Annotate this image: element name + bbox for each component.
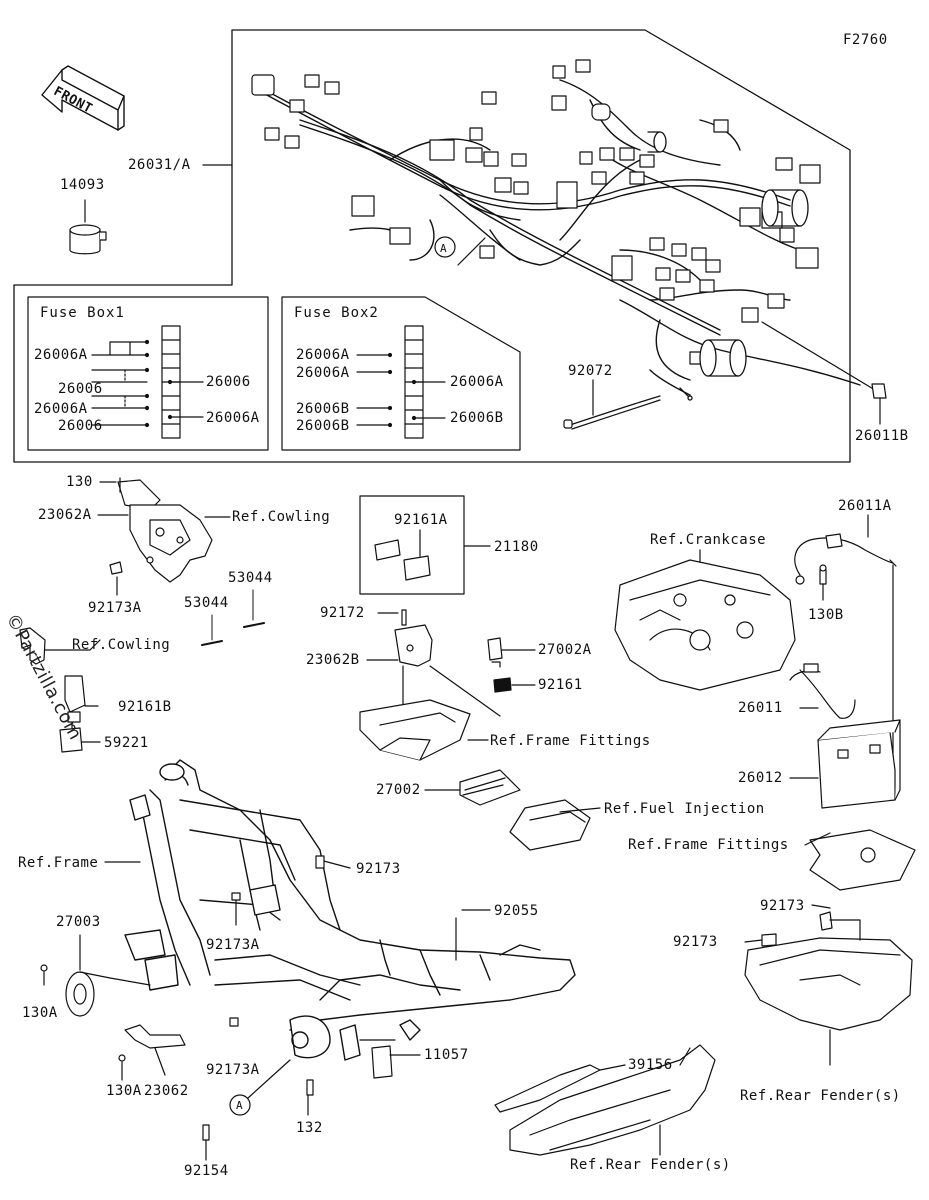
rear-fender-tray-right	[744, 904, 913, 1066]
label-ref-frame[interactable]: Ref.Frame	[18, 855, 99, 871]
frame-fittings-tray	[359, 699, 489, 761]
fuse-box1-title: Fuse Box1	[40, 305, 125, 321]
label-53044-1[interactable]: 53044	[228, 570, 273, 586]
label-53044-2[interactable]: 53044	[184, 595, 229, 611]
label-92173a-2[interactable]: 92173A	[206, 937, 260, 953]
fuse-box2-title: Fuse Box2	[294, 305, 379, 321]
label-ref-crankcase[interactable]: Ref.Crankcase	[650, 532, 767, 548]
label-23062a[interactable]: 23062A	[38, 507, 92, 523]
part-14093	[69, 199, 107, 255]
connector-26011b	[761, 321, 887, 425]
harness-connectors	[251, 59, 821, 365]
label-ref-fuel-injection[interactable]: Ref.Fuel Injection	[604, 801, 765, 817]
label-132[interactable]: 132	[296, 1120, 323, 1136]
label-92173a-1[interactable]: 92173A	[88, 600, 142, 616]
horn-27003	[40, 934, 151, 1017]
label-92072[interactable]: 92072	[568, 363, 613, 379]
label-26012[interactable]: 26012	[738, 770, 783, 786]
label-23062b[interactable]: 23062B	[306, 652, 360, 668]
label-130b[interactable]: 130B	[808, 607, 844, 623]
label-92172[interactable]: 92172	[320, 605, 365, 621]
label-14093[interactable]: 14093	[60, 177, 105, 193]
screw-130b	[819, 564, 827, 601]
front-arrow	[41, 65, 125, 131]
fuse-box1-left-label[interactable]: 26006	[58, 381, 103, 397]
battery-26012	[789, 719, 901, 809]
label-92161b[interactable]: 92161B	[118, 699, 172, 715]
relay-group-21180	[359, 495, 491, 595]
label-26011[interactable]: 26011	[738, 700, 783, 716]
cable-26011	[789, 663, 856, 719]
fuse-box1-left-label[interactable]: 26006	[58, 418, 103, 434]
label-39156[interactable]: 39156	[628, 1057, 673, 1073]
label-27003[interactable]: 27003	[56, 914, 101, 930]
label-ref-cowling-2[interactable]: Ref.Cowling	[72, 637, 171, 653]
label-27002a[interactable]: 27002A	[538, 642, 592, 658]
label-92154[interactable]: 92154	[184, 1163, 229, 1179]
label-26011a[interactable]: 26011A	[838, 498, 892, 514]
fuse-box2-diagram	[281, 296, 521, 451]
marker-a-harness: A	[440, 242, 448, 255]
label-ref-frame-fittings-1[interactable]: Ref.Frame Fittings	[490, 733, 651, 749]
screws-132-92154	[202, 1079, 314, 1161]
label-ref-cowling-1[interactable]: Ref.Cowling	[232, 509, 331, 525]
crankcase	[614, 549, 796, 691]
label-26031a[interactable]: 26031/A	[128, 157, 191, 173]
label-27002[interactable]: 27002	[376, 782, 421, 798]
bracket-23062b	[366, 609, 501, 717]
label-92055[interactable]: 92055	[494, 903, 539, 919]
marker-a-harness-circle	[434, 236, 486, 266]
label-ref-frame-fittings-2[interactable]: Ref.Frame Fittings	[628, 837, 789, 853]
label-92173-3[interactable]: 92173	[673, 934, 718, 950]
fuse-box1-left-label[interactable]: 26006A	[34, 347, 88, 363]
label-92161a[interactable]: 92161A	[394, 512, 448, 528]
fuse-box2-right-label[interactable]: 26006B	[450, 410, 504, 426]
diagram-code: F2760	[843, 32, 888, 48]
bracket-23062a	[97, 477, 231, 596]
fuse-box2-left-label[interactable]: 26006A	[296, 347, 350, 363]
fuse-box2-left-label[interactable]: 26006B	[296, 418, 350, 434]
marker-a-lower	[229, 1059, 291, 1116]
sensor-92161b-59221	[19, 627, 101, 753]
label-59221[interactable]: 59221	[104, 735, 149, 751]
label-130a-2[interactable]: 130A	[106, 1083, 142, 1099]
label-130[interactable]: 130	[66, 474, 93, 490]
main-wire-harness	[264, 79, 861, 396]
label-92161[interactable]: 92161	[538, 677, 583, 693]
label-ref-rear-fender-1[interactable]: Ref.Rear Fender(s)	[740, 1088, 901, 1104]
fuse-box1-left-label[interactable]: 26006A	[34, 401, 88, 417]
label-21180[interactable]: 21180	[494, 539, 539, 555]
fuse-box1-right-label[interactable]: 26006	[206, 374, 251, 390]
fuse-box2-left-label[interactable]: 26006B	[296, 401, 350, 417]
label-23062[interactable]: 23062	[144, 1083, 189, 1099]
cable-tie-92072	[563, 379, 661, 430]
nuts-92173	[229, 855, 325, 1027]
rods-53044	[201, 589, 265, 646]
label-92173-1[interactable]: 92173	[356, 861, 401, 877]
fuse-box1-diagram	[27, 296, 269, 451]
frame-fittings-pad	[804, 829, 916, 891]
main-frame	[124, 759, 576, 1061]
label-92173a-3[interactable]: 92173A	[206, 1062, 260, 1078]
label-130a-1[interactable]: 130A	[22, 1005, 58, 1021]
fuse-box1-right-label[interactable]: 26006A	[206, 410, 260, 426]
fuse-box2-left-label[interactable]: 26006A	[296, 365, 350, 381]
marker-a-lower-text: A	[236, 1099, 244, 1112]
fuse-box2-right-label[interactable]: 26006A	[450, 374, 504, 390]
bracket-23062	[118, 1024, 186, 1081]
bracket-11057	[359, 1039, 421, 1079]
ecu-27002	[424, 769, 521, 806]
fuel-injection-module	[509, 799, 601, 851]
label-ref-rear-fender-2[interactable]: Ref.Rear Fender(s)	[570, 1157, 731, 1173]
label-26011b[interactable]: 26011B	[855, 428, 909, 444]
label-92173-2[interactable]: 92173	[760, 898, 805, 914]
label-11057[interactable]: 11057	[424, 1047, 469, 1063]
part-27002a-92161	[487, 637, 536, 693]
rear-fender-lower	[494, 1044, 716, 1156]
harness-outline	[13, 29, 851, 463]
harness-cylinders	[647, 131, 809, 401]
